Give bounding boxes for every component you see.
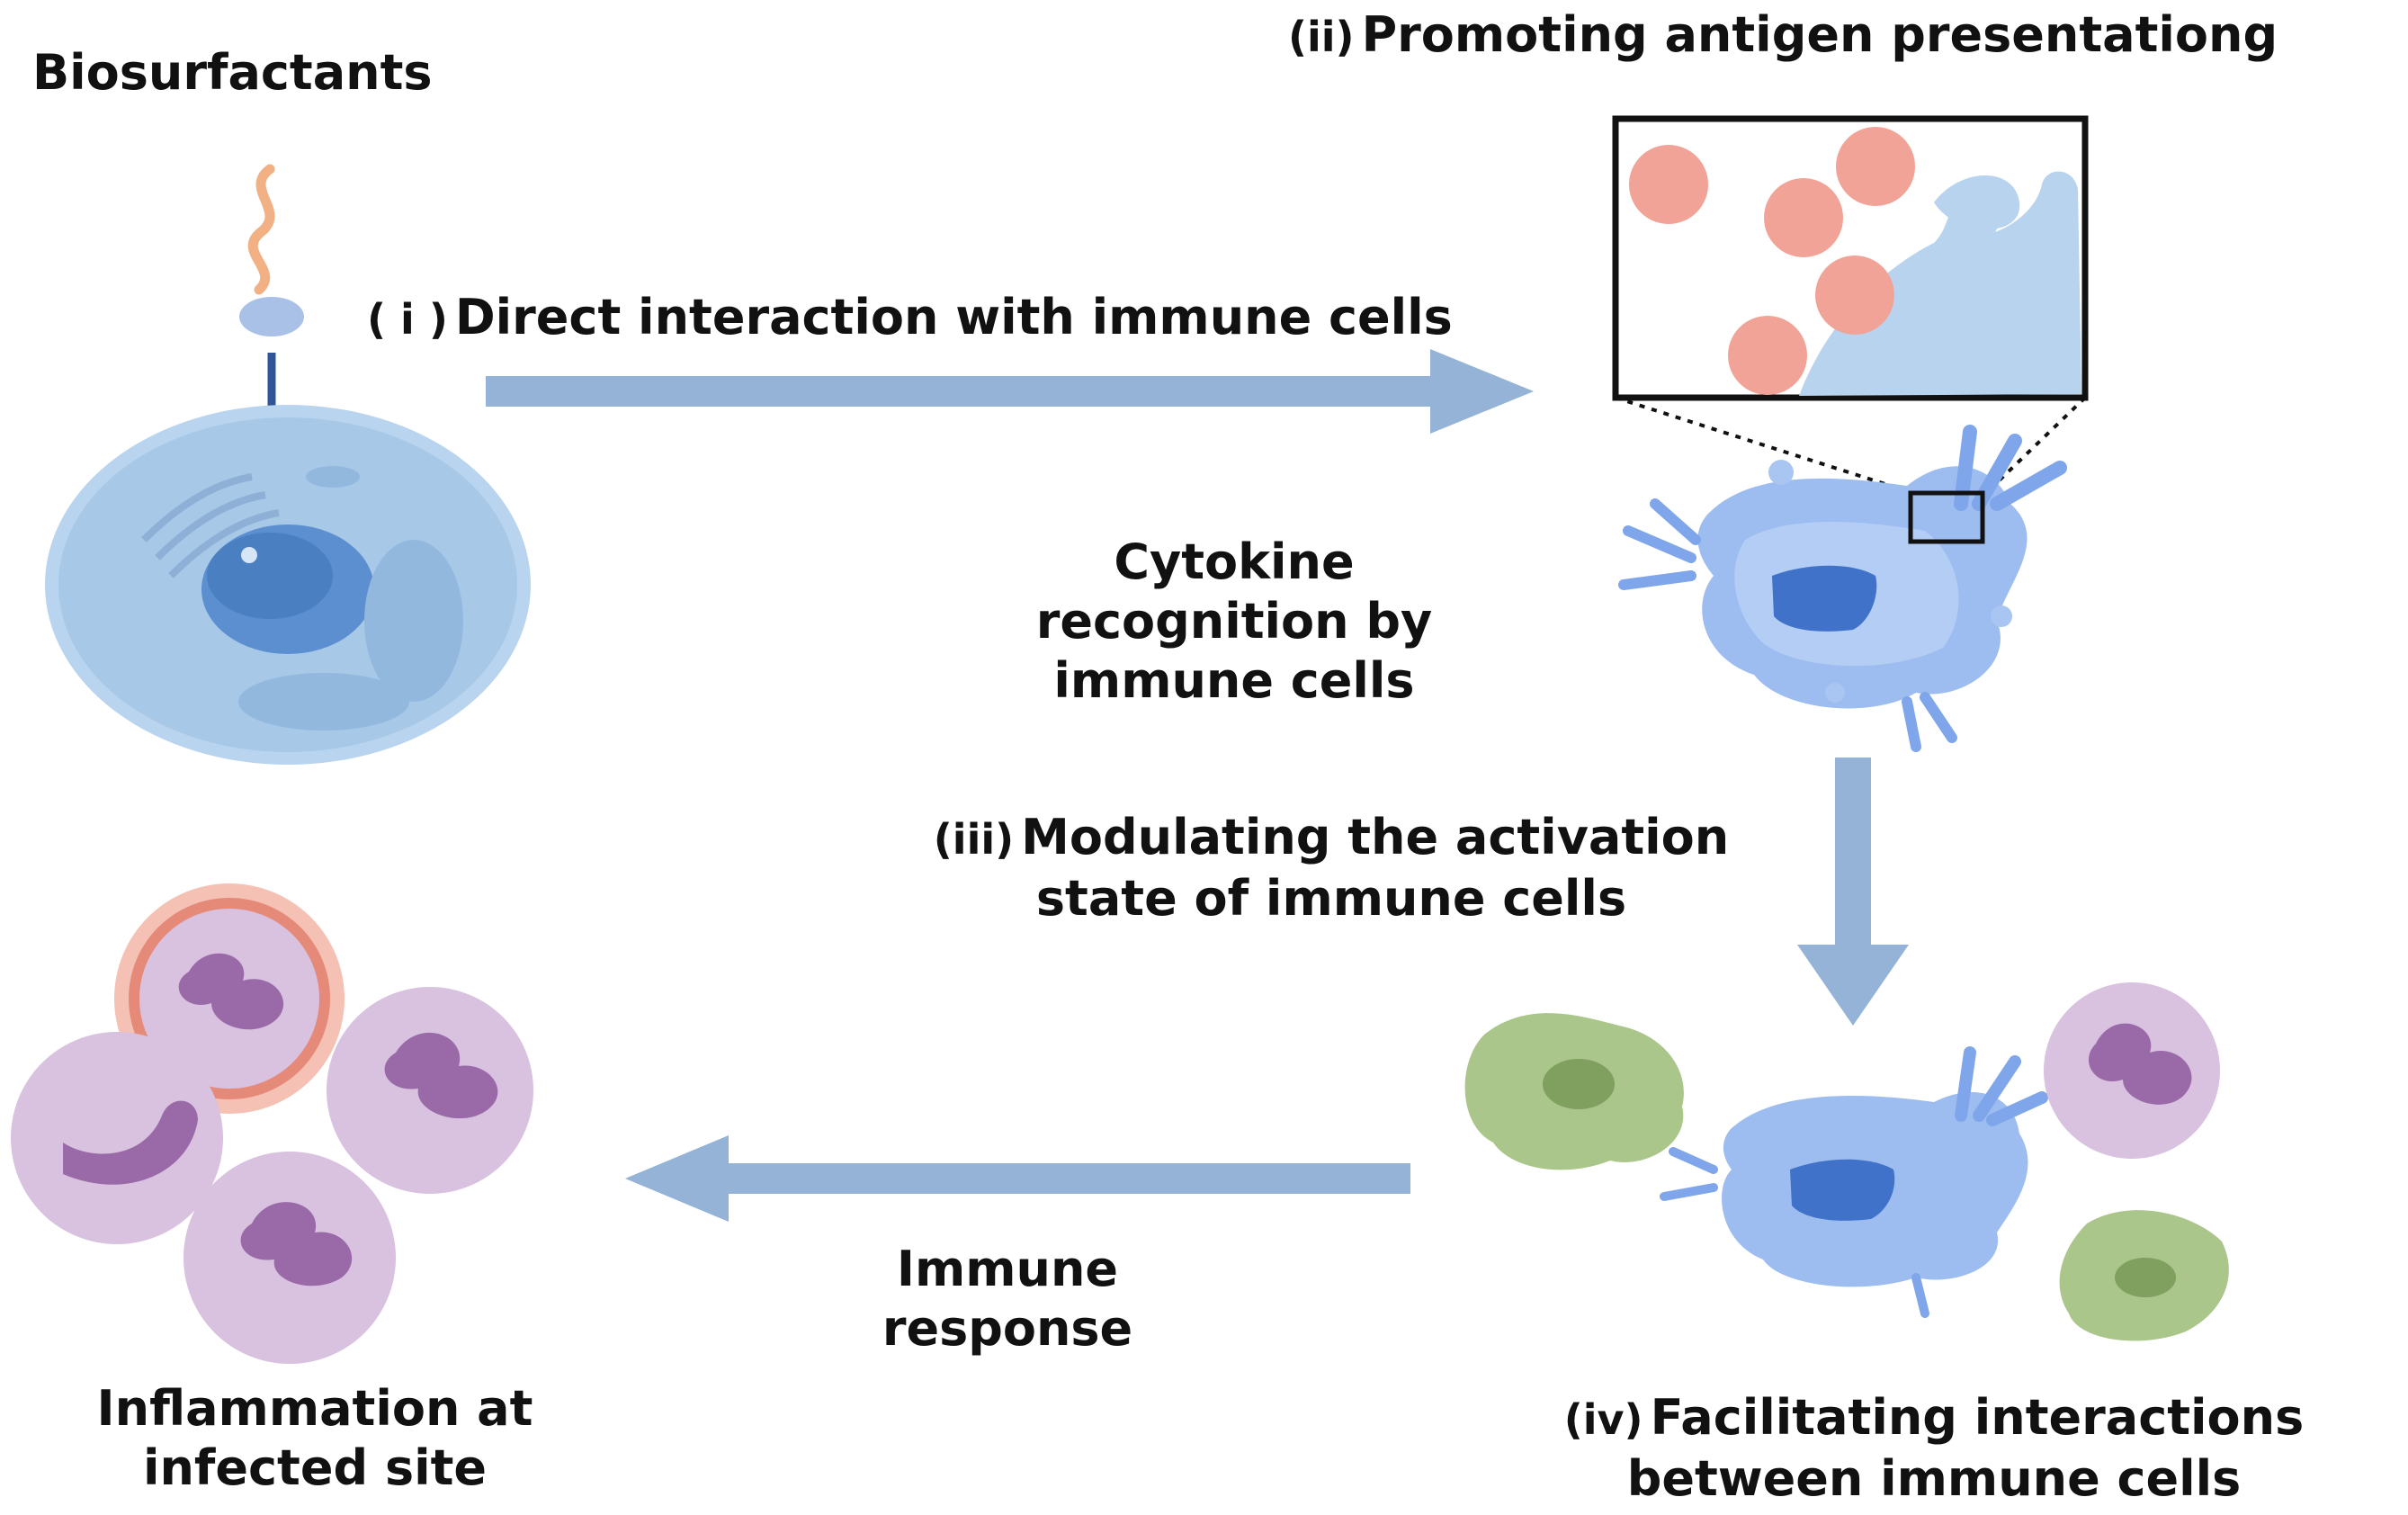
label-step-ii-roman: (ii) xyxy=(1288,13,1355,61)
arrow-modulating xyxy=(1797,758,1909,1026)
macrophage-icon xyxy=(2059,1210,2229,1341)
biosurfactant-molecule-icon xyxy=(239,164,304,336)
label-step-i: ( i )Direct interaction with immune cell… xyxy=(367,288,1453,349)
label-inflammation: Inflammation at infected site xyxy=(27,1379,603,1498)
label-step-i-roman: ( i ) xyxy=(367,295,448,344)
label-step-iv-roman: (iv) xyxy=(1563,1395,1643,1444)
label-step-iii-line2: state of immune cells xyxy=(1035,870,1627,927)
label-immune-response-line1: Immune xyxy=(896,1241,1119,1297)
arrow-direct-interaction xyxy=(486,349,1534,434)
label-step-iv-line2: between immune cells xyxy=(1626,1450,2242,1507)
label-step-ii-text: Promoting antigen presentationg xyxy=(1361,6,2278,63)
label-step-ii: (ii)Promoting antigen presentationg xyxy=(1288,5,2278,67)
arrow-immune-response xyxy=(625,1135,1410,1222)
label-cytokine-line2: recognition by xyxy=(1035,593,1433,650)
dendritic-cell-icon xyxy=(1660,1046,2048,1318)
antigen-zoom-inset-icon xyxy=(1612,115,2089,495)
label-step-iv-line1: Facilitating interactions xyxy=(1650,1389,2305,1446)
epithelial-cell-icon xyxy=(45,405,531,765)
label-cytokine-line1: Cytokine xyxy=(1114,533,1355,590)
neutrophil-icon xyxy=(327,987,533,1194)
dendritic-cell-icon xyxy=(1618,425,2067,752)
label-inflammation-line1: Inflammation at xyxy=(96,1380,533,1437)
label-biosurfactants: Biosurfactants xyxy=(32,44,433,101)
label-immune-response-line2: response xyxy=(882,1300,1133,1357)
neutrophil-icon xyxy=(2044,982,2220,1159)
label-step-iii-line1: Modulating the activation xyxy=(1021,809,1730,865)
label-cytokine-recognition: Cytokine recognition by immune cells xyxy=(982,533,1486,711)
neutrophil-icon xyxy=(11,1032,223,1244)
label-step-iv: (iv)Facilitating interactions between im… xyxy=(1484,1388,2384,1509)
label-step-iii: (iii)Modulating the activation state of … xyxy=(882,808,1781,928)
label-step-iv-line1-wrap: (iv)Facilitating interactions xyxy=(1484,1388,2384,1449)
label-cytokine-line3: immune cells xyxy=(1053,652,1415,709)
label-step-iii-line1-wrap: (iii)Modulating the activation xyxy=(882,808,1781,869)
label-immune-response: Immune response xyxy=(810,1240,1205,1358)
label-step-iii-roman: (iii) xyxy=(933,815,1015,864)
neutrophil-icon xyxy=(184,1152,396,1364)
label-step-i-text: Direct interaction with immune cells xyxy=(454,289,1453,345)
label-inflammation-line2: infected site xyxy=(142,1439,488,1496)
macrophage-icon xyxy=(1464,1013,1684,1170)
